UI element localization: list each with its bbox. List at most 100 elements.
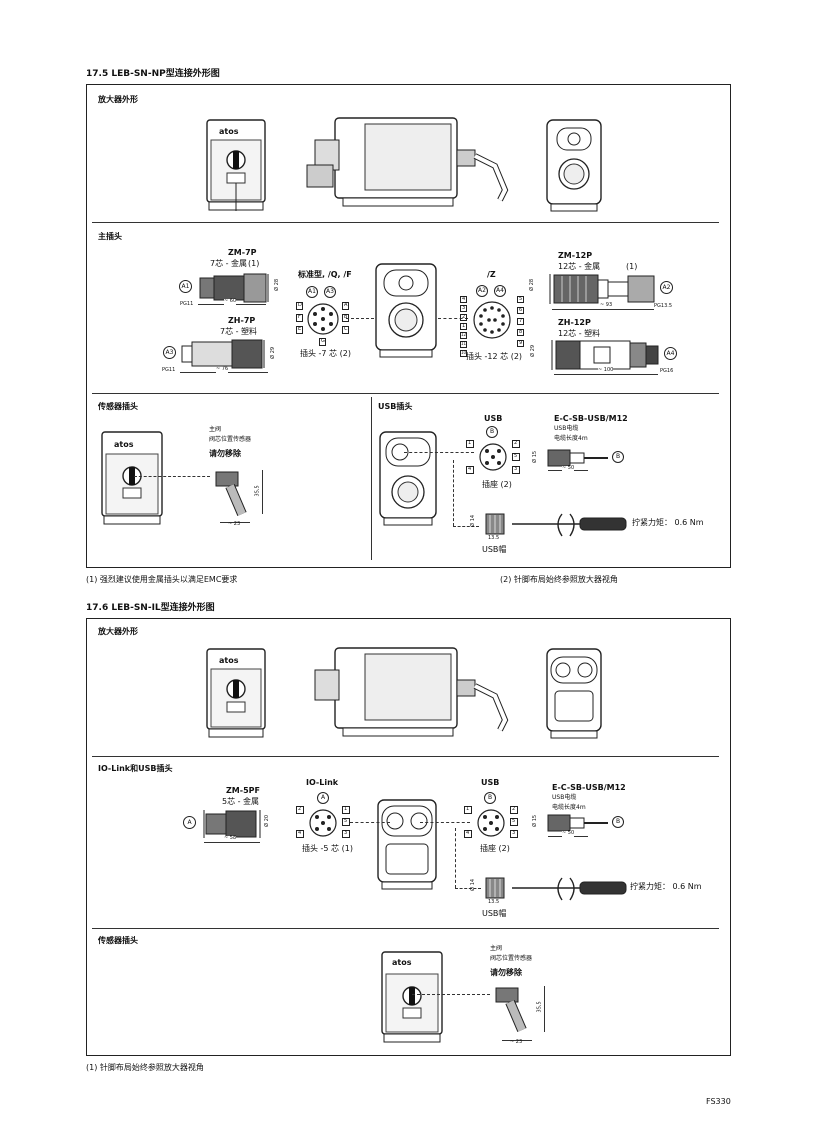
z-plug-label: 插头 -12 芯 (2)	[466, 352, 523, 361]
std-pin-g: G	[321, 338, 325, 344]
zm7p-connector-drawing	[199, 273, 269, 303]
zm5pf-length: ~ 58	[224, 835, 237, 842]
std-plug-label: 插头 -7 芯 (2)	[300, 349, 351, 358]
z-pinout-title: /Z	[487, 270, 496, 279]
usb-cap-diameter: Ø 14	[470, 878, 477, 891]
zm5pf-name: ZM-5PF	[226, 786, 260, 795]
std-pin-f: F	[298, 314, 301, 320]
amp-outline-label: 放大器外形	[98, 627, 138, 636]
zm12p-pg: PG13.5	[654, 303, 673, 309]
usb-cable-b-marker: B	[612, 451, 624, 463]
sensor-height: 35,5	[536, 1001, 543, 1013]
atos-logo: atos	[219, 656, 239, 665]
zm5pf-connector-drawing	[203, 810, 261, 838]
z-pin: 4	[462, 296, 466, 302]
usb-cap-diameter: Ø 14	[470, 514, 477, 527]
iolink-pin: 4	[298, 830, 302, 836]
z-pin: 3	[462, 305, 466, 311]
usb-pin: 1	[468, 440, 472, 446]
usb-torque: 拧紧力矩： 0.6 Nm	[632, 518, 704, 527]
amplifier-side-drawing	[314, 647, 509, 737]
usb-title: USB	[481, 778, 500, 787]
sensor-connector-drawing	[215, 471, 247, 516]
main-plug-label: 主插头	[98, 232, 122, 241]
usb-title: USB	[484, 414, 503, 423]
sensor-line1: 主阀	[490, 945, 503, 952]
sensor-plug-label: 传感器插头	[98, 402, 138, 411]
iolink-5pin-face-drawing	[309, 809, 337, 837]
zh7p-connector-drawing	[181, 339, 265, 369]
divider	[92, 756, 719, 757]
z-a2-marker: A2	[476, 285, 488, 297]
usb-b-marker: B	[484, 792, 496, 804]
zm7p-name: ZM-7P	[228, 248, 257, 257]
zm12p-name: ZM-12P	[558, 251, 593, 260]
usb-pin: 5	[512, 818, 516, 824]
iolink-title: IO-Link	[306, 778, 339, 787]
page-code: FS330	[706, 1097, 731, 1106]
sensor-width: ~ 23	[228, 521, 241, 527]
sensor-connector-drawing	[495, 987, 527, 1032]
iolink-plug-label: 插头 -5 芯 (1)	[302, 844, 353, 853]
usb-cap-length: 13.5	[488, 899, 500, 905]
z-12pin-face-drawing	[473, 301, 511, 339]
zm7p-note: (1)	[248, 259, 260, 268]
usb-cable-diameter: Ø 15	[532, 814, 539, 827]
iolink-pin: 2	[298, 806, 302, 812]
zh7p-pg: PG11	[162, 367, 176, 373]
zm12p-desc: 12芯 - 金属	[558, 262, 601, 271]
atos-logo: atos	[219, 127, 239, 136]
zh7p-length: ~ 76	[216, 366, 229, 373]
amp-outline-label: 放大器外形	[98, 95, 138, 104]
usb-cable-length: ~ 50	[562, 830, 575, 837]
std-pin-a: A	[344, 302, 348, 308]
std-pin-c: C	[344, 326, 348, 332]
sensor-height: 35,5	[254, 485, 261, 497]
z-pin: 12	[461, 332, 467, 337]
z-pin: 5	[519, 296, 523, 302]
divider	[92, 393, 719, 394]
amplifier-front-drawing	[206, 119, 266, 211]
usb-cable-drawing	[547, 449, 608, 467]
screwdriver-drawing	[512, 877, 627, 901]
std-a3-marker: A3	[324, 286, 336, 298]
usb-cap-label: USB帽	[482, 909, 507, 918]
std-pin-b: B	[344, 314, 348, 320]
iolink-pin: 3	[344, 830, 348, 836]
usb-pin: 2	[512, 806, 516, 812]
usb-cable-line1: USB电缆	[554, 425, 579, 432]
usb-socket-label: 插座 (2)	[482, 480, 512, 489]
zm7p-a1-marker: A1	[179, 280, 192, 293]
usb-cable-title: E-C-SB-USB/M12	[552, 783, 626, 792]
usb-socket-label: 插座 (2)	[480, 844, 510, 853]
zh7p-name: ZH-7P	[228, 316, 256, 325]
z-right-pin-list: 5 6 7 8 9	[517, 296, 524, 351]
sensor-amplifier-drawing	[101, 431, 163, 525]
usb-torque: 拧紧力矩： 0.6 Nm	[630, 882, 702, 891]
iolink-pin: 1	[344, 806, 348, 812]
std-pin-d: D	[298, 302, 302, 308]
z-pin: 1	[462, 323, 466, 329]
amplifier-side-drawing	[306, 117, 509, 207]
atos-logo: atos	[392, 958, 412, 967]
note-pin-layout: (2) 针脚布局始终参照放大器视角	[500, 575, 618, 584]
usb-cable-title: E-C-SB-USB/M12	[554, 414, 628, 423]
z-pin: 11	[461, 341, 467, 346]
usb-cable-line2: 电缆长度4m	[552, 804, 586, 811]
sensor-plug-label: 传感器插头	[98, 936, 138, 945]
sensor-width: ~ 23	[510, 1039, 523, 1045]
sensor-line1: 主阀	[209, 426, 222, 433]
zm12p-note: (1)	[626, 262, 638, 271]
usb-pin: 4	[468, 466, 472, 472]
std-pin-e: E	[298, 326, 302, 332]
note-pin-layout: (1) 针脚布局始终参照放大器视角	[86, 1063, 204, 1072]
zh7p-diameter: Ø 29	[270, 346, 277, 359]
std-a1-marker: A1	[306, 286, 318, 298]
section-frame-17-5	[86, 84, 731, 568]
usb-cap-drawing	[485, 513, 505, 535]
z-left-pin-list: 4 3 2 1 12 11 10	[460, 296, 467, 359]
zm12p-connector-drawing	[549, 274, 655, 304]
usb-cable-drawing	[547, 814, 608, 832]
zm12p-diameter: Ø 28	[529, 278, 536, 291]
divider	[92, 222, 719, 223]
